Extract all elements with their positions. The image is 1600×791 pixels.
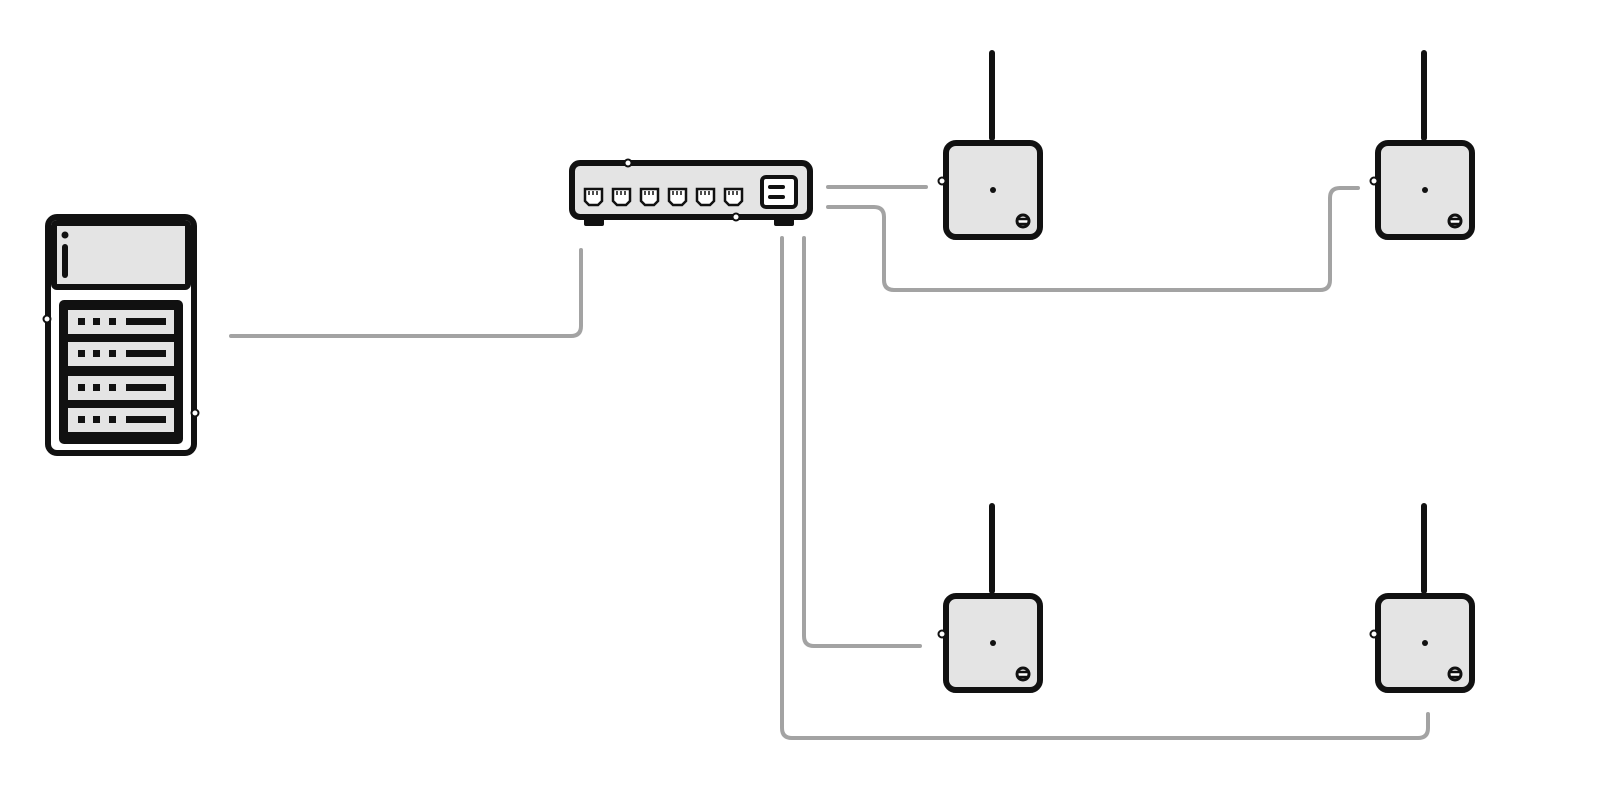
network-switch-icon	[569, 158, 813, 226]
server-rack-icon	[42, 214, 200, 456]
server-unit	[68, 408, 174, 432]
link-server-switch	[229, 248, 583, 338]
access-point-icon	[1371, 53, 1473, 237]
access-point-icon	[939, 53, 1041, 237]
link-switch-ap3	[802, 236, 922, 648]
links	[229, 185, 1430, 740]
server-unit	[68, 376, 174, 400]
link-switch-ap4	[780, 236, 1430, 740]
access-point-icon	[939, 506, 1041, 690]
access-point-icon	[1371, 506, 1473, 690]
server-unit	[68, 310, 174, 334]
server-unit	[68, 342, 174, 366]
switch-display	[760, 175, 798, 209]
link-switch-ap2	[826, 186, 1360, 292]
